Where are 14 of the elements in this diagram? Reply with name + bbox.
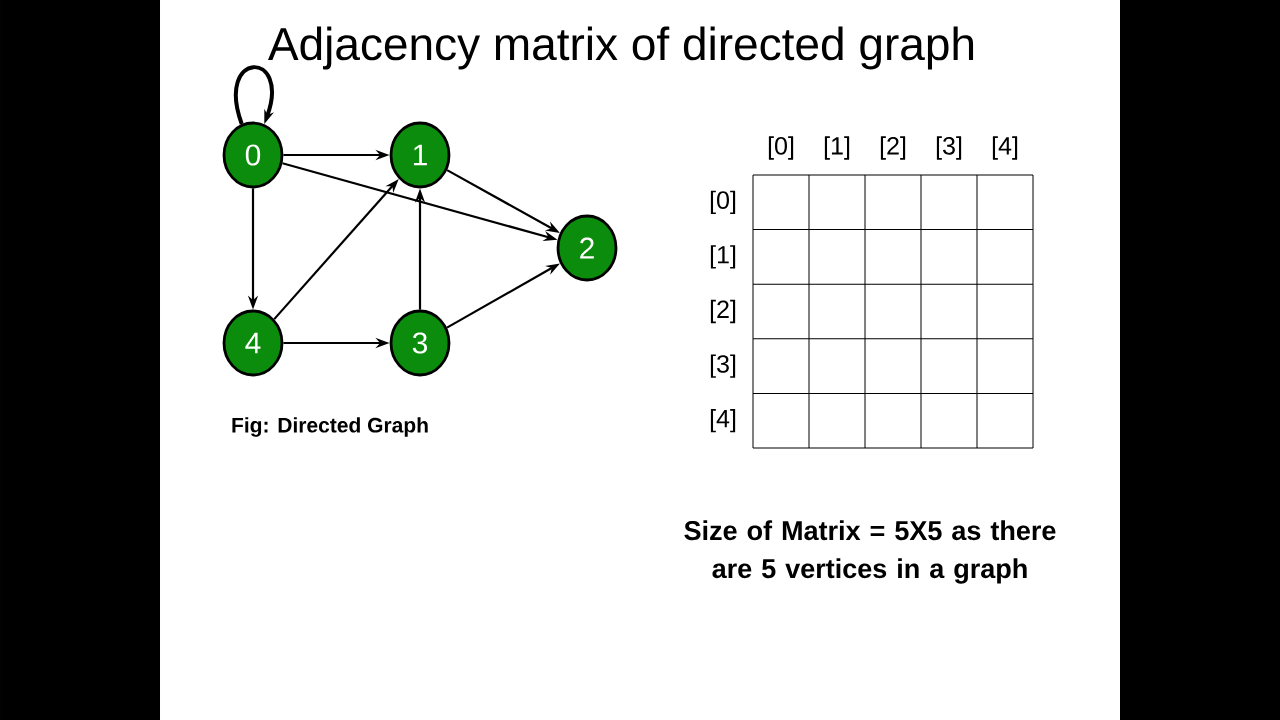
note-text: Size of Matrix = 5X5 as there are 5 vertices in a graph: [684, 520, 1056, 584]
row-header: [2]: [710, 299, 736, 324]
column-header: [2]: [880, 136, 906, 160]
arrow: [234, 65, 274, 125]
row-header: [3]: [710, 354, 736, 378]
column-header: [1]: [824, 136, 850, 160]
row-header: [1]: [710, 245, 736, 269]
title: Adjacency matrix of directed graph: [268, 26, 974, 70]
column-header: [0]: [768, 136, 794, 160]
column-header: [3]: [936, 136, 962, 160]
column-header: [4]: [992, 136, 1018, 160]
row-header: [4]: [710, 409, 736, 433]
row-header: [0]: [710, 190, 736, 214]
figure-caption: Fig: Directed Graph: [232, 417, 428, 437]
